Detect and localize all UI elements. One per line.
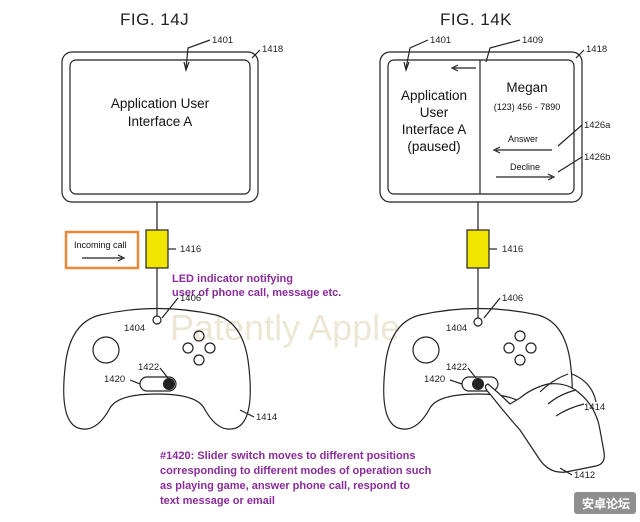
right-face-button-left (503, 342, 515, 354)
right-thumbstick (412, 336, 440, 364)
led-note-line-2: user of phone call, message etc. (172, 287, 341, 299)
right-ref-switch-slot: 1422 (446, 362, 467, 373)
hand-icon (484, 383, 605, 473)
left-ref-switch-slot: 1422 (138, 362, 159, 373)
right-ref-led: 1416 (502, 244, 523, 255)
right-face-button-bottom (514, 354, 526, 366)
left-ref-screen: 1401 (212, 35, 233, 46)
incoming-call-label: Incoming call (74, 240, 127, 250)
left-device-screen (69, 59, 251, 195)
right-ref-switch: 1420 (424, 374, 445, 385)
left-screen-line-1: Application User (111, 96, 210, 111)
right-screen-line-2: User (420, 105, 449, 120)
right-ref-indicator: 1406 (502, 293, 523, 304)
left-face-button-left (182, 342, 194, 354)
right-ref-stick: 1404 (446, 323, 467, 334)
left-led-module (145, 229, 169, 269)
left-screen-line-2: Interface A (128, 114, 193, 129)
right-device-frame (379, 51, 583, 203)
right-ref-panel: 1409 (522, 35, 543, 46)
slider-note-line-1: #1420: Slider switch moves to different … (160, 450, 416, 462)
caller-number: (123) 456 - 7890 (494, 102, 561, 112)
incoming-call-box (64, 230, 140, 270)
right-face-button-right (525, 342, 537, 354)
left-thumbstick (92, 336, 120, 364)
right-ref-decline: 1426b (584, 152, 610, 163)
left-ref-led: 1416 (180, 244, 201, 255)
right-ref-screen: 1401 (430, 35, 451, 46)
corner-logo: 安卓论坛 (582, 496, 630, 511)
right-ref-device: 1418 (586, 44, 607, 55)
left-ref-device: 1418 (262, 44, 283, 55)
left-face-button-bottom (193, 354, 205, 366)
right-figure-label: FIG. 14K (440, 10, 512, 29)
right-screen-line-3: Interface A (402, 122, 467, 137)
decline-label[interactable]: Decline (510, 162, 540, 172)
right-led-module (466, 229, 490, 269)
right-screen-line-4: (paused) (407, 139, 460, 154)
left-ref-stick: 1404 (124, 323, 145, 334)
right-screen-line-1: Application (401, 88, 467, 103)
slider-note-line-4: text message or email (160, 495, 275, 507)
left-indicator-light (152, 315, 162, 325)
left-slider-knob (163, 378, 175, 390)
left-ref-controller: 1414 (256, 412, 277, 423)
led-note-line-1: LED indicator notifying (172, 273, 293, 285)
slider-note-line-2: corresponding to different modes of oper… (160, 465, 432, 477)
answer-label[interactable]: Answer (508, 134, 538, 144)
right-device-screen (387, 59, 575, 195)
left-face-button-right (204, 342, 216, 354)
corner-logo-bg (574, 492, 636, 514)
right-ref-controller: 1414 (584, 402, 605, 413)
caller-name: Megan (506, 80, 547, 95)
left-controller (63, 307, 251, 430)
right-indicator-light (473, 317, 483, 327)
right-slider-knob (472, 378, 484, 390)
left-figure-label: FIG. 14J (120, 10, 189, 29)
right-face-button-top (514, 330, 526, 342)
slider-note-line-3: as playing game, answer phone call, resp… (160, 480, 410, 492)
right-ref-answer: 1426a (584, 120, 611, 131)
left-face-button-top (193, 330, 205, 342)
left-device-frame (61, 51, 259, 203)
right-ref-hand: 1412 (574, 470, 595, 481)
left-ref-indicator: 1406 (180, 293, 201, 304)
left-ref-switch: 1420 (104, 374, 125, 385)
